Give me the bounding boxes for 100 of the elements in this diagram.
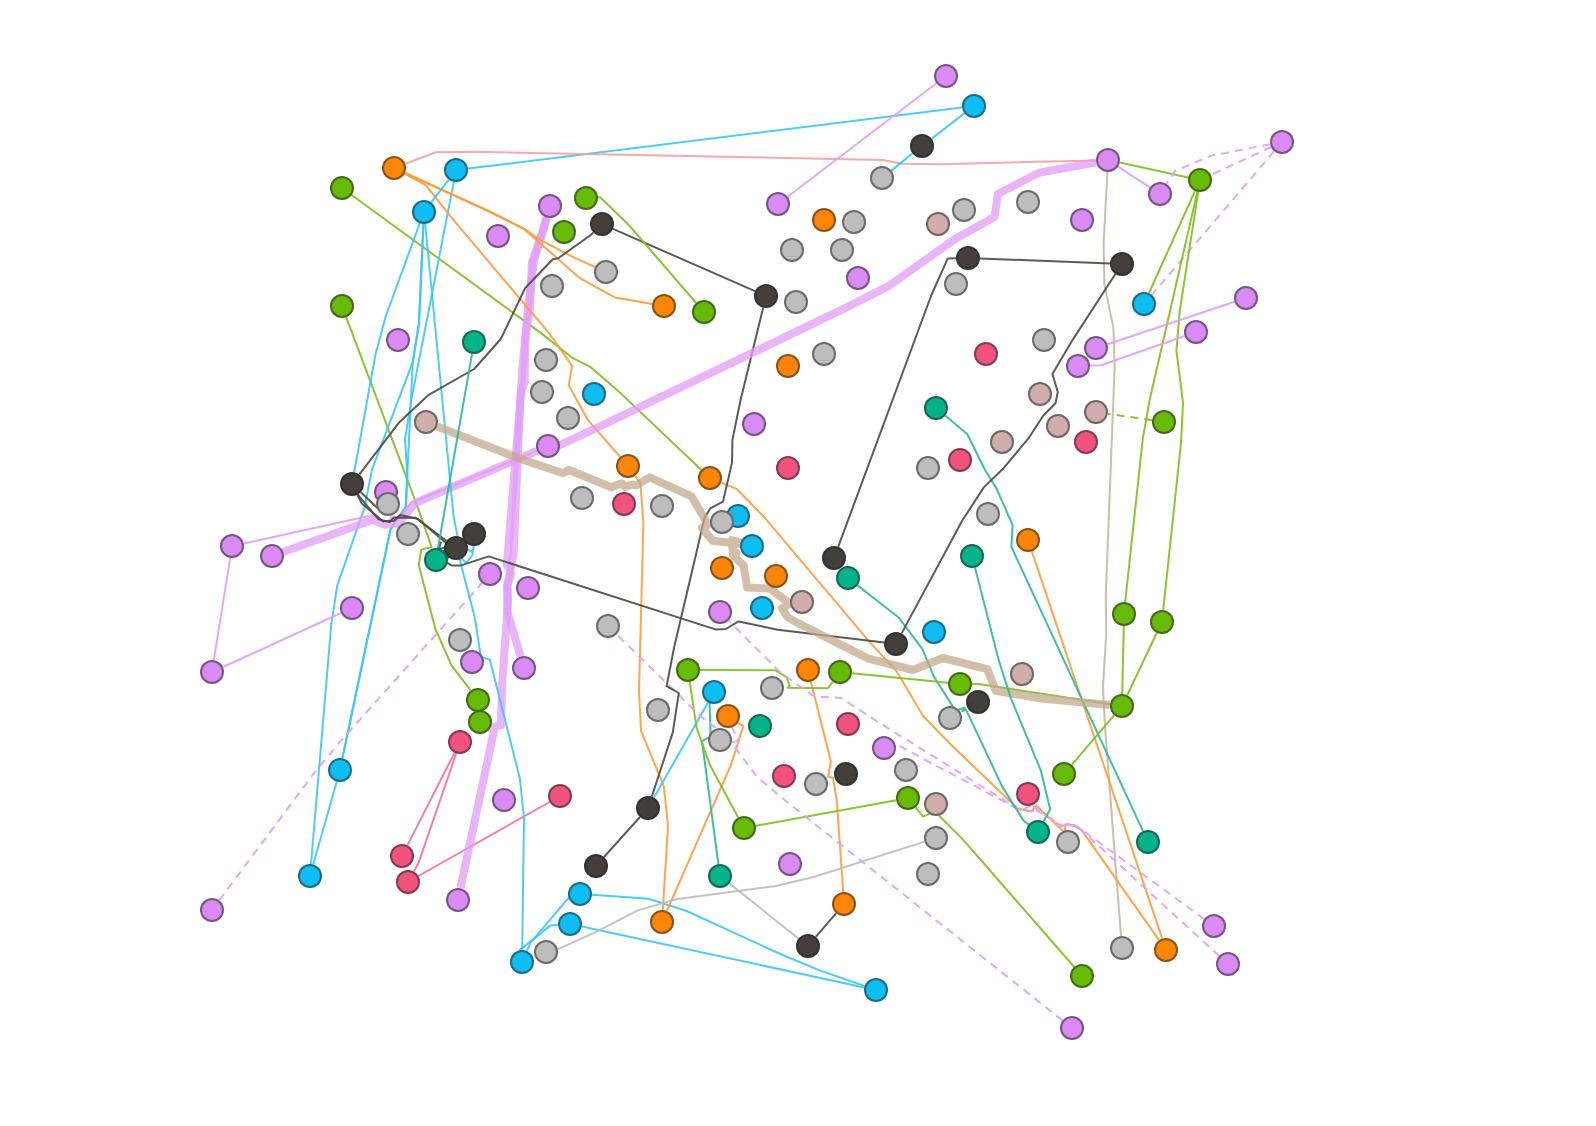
connector-line	[653, 701, 709, 799]
connector-line	[914, 806, 1076, 968]
node-circle	[870, 166, 894, 190]
node-circle	[260, 544, 284, 568]
node-circle	[444, 536, 468, 560]
node-circle	[200, 660, 224, 684]
node-circle	[462, 330, 486, 354]
connector-line	[406, 751, 456, 847]
node-circle	[740, 534, 764, 558]
node-circle	[446, 888, 470, 912]
node-circle	[1270, 130, 1294, 154]
node-circle	[376, 492, 400, 516]
node-circle	[796, 934, 820, 958]
connector-line	[856, 584, 1030, 826]
node-circle	[570, 486, 594, 510]
connector-line	[1030, 550, 1164, 940]
node-circle	[1070, 208, 1094, 232]
connector-line	[665, 721, 745, 912]
node-circle	[1150, 610, 1174, 634]
node-circle	[742, 412, 766, 436]
node-circle	[1202, 914, 1226, 938]
node-circle	[448, 628, 472, 652]
node-circle	[916, 456, 940, 480]
node-circle	[396, 522, 420, 546]
connector-line	[754, 799, 898, 827]
connector-line	[894, 743, 1206, 920]
connector-line	[437, 352, 473, 550]
node-circle	[382, 156, 406, 180]
connector-line	[944, 414, 1144, 833]
node-circle	[884, 632, 908, 656]
connector-line	[1106, 412, 1154, 422]
node-circle	[412, 200, 436, 224]
node-circle	[444, 158, 468, 182]
node-circle	[764, 564, 788, 588]
node-circle	[552, 220, 576, 244]
node-circle	[540, 274, 564, 298]
connector-line	[1124, 190, 1199, 603]
node-circle	[732, 816, 756, 840]
connector-line	[688, 680, 740, 819]
connector-line	[727, 619, 1221, 957]
node-circle	[1032, 328, 1056, 352]
connector-line	[1118, 161, 1190, 179]
connector-line	[212, 556, 232, 662]
node-circle	[956, 246, 980, 270]
node-circle	[708, 600, 732, 624]
node-circle	[534, 348, 558, 372]
node-circle	[1152, 410, 1176, 434]
connector-line	[281, 447, 539, 556]
connector-line	[312, 780, 338, 866]
node-circle	[330, 294, 354, 318]
node-circle	[834, 762, 858, 786]
connector-line	[890, 152, 914, 172]
node-circle	[864, 978, 888, 1002]
node-circle	[468, 710, 492, 734]
connector-line	[814, 912, 838, 938]
connector-line	[591, 893, 866, 987]
node-circle	[568, 882, 592, 906]
node-circle	[966, 690, 990, 714]
node-circle	[702, 680, 726, 704]
connector-line	[615, 633, 1064, 1022]
node-circle	[548, 784, 572, 808]
connector-line	[900, 273, 1117, 635]
node-circle	[796, 658, 820, 682]
connector-line	[356, 493, 885, 644]
connector-line	[1106, 300, 1236, 346]
connector-line	[1150, 150, 1276, 296]
node-circle	[716, 704, 740, 728]
node-circle	[772, 764, 796, 788]
node-circle	[1112, 602, 1136, 626]
node-circle	[924, 826, 948, 850]
node-circle	[926, 212, 950, 236]
connector-line	[424, 223, 525, 951]
node-circle	[1154, 938, 1178, 962]
node-circle	[790, 590, 814, 614]
connector-line	[1070, 714, 1116, 766]
node-circle	[822, 546, 846, 570]
node-circle	[584, 854, 608, 878]
node-circle	[828, 660, 852, 684]
connector-line	[1089, 335, 1186, 367]
node-circle	[616, 454, 640, 478]
node-circle	[708, 864, 732, 888]
connector-line	[1165, 143, 1272, 185]
connector-line	[650, 306, 765, 798]
node-circle	[652, 294, 676, 318]
node-circle	[1070, 964, 1094, 988]
connector-line	[353, 222, 421, 474]
node-circle	[466, 688, 490, 712]
node-circle	[910, 134, 934, 158]
node-circle	[836, 566, 860, 590]
node-circle	[650, 494, 674, 518]
node-circle	[842, 210, 866, 234]
node-circle	[510, 950, 534, 974]
node-circle	[556, 406, 580, 430]
node-circle	[974, 342, 998, 366]
node-circle	[1026, 820, 1050, 844]
connector-line	[403, 172, 622, 458]
node-circle	[934, 64, 958, 88]
connector-line	[1162, 190, 1200, 611]
node-circle	[708, 728, 732, 752]
node-circle	[976, 502, 1000, 526]
